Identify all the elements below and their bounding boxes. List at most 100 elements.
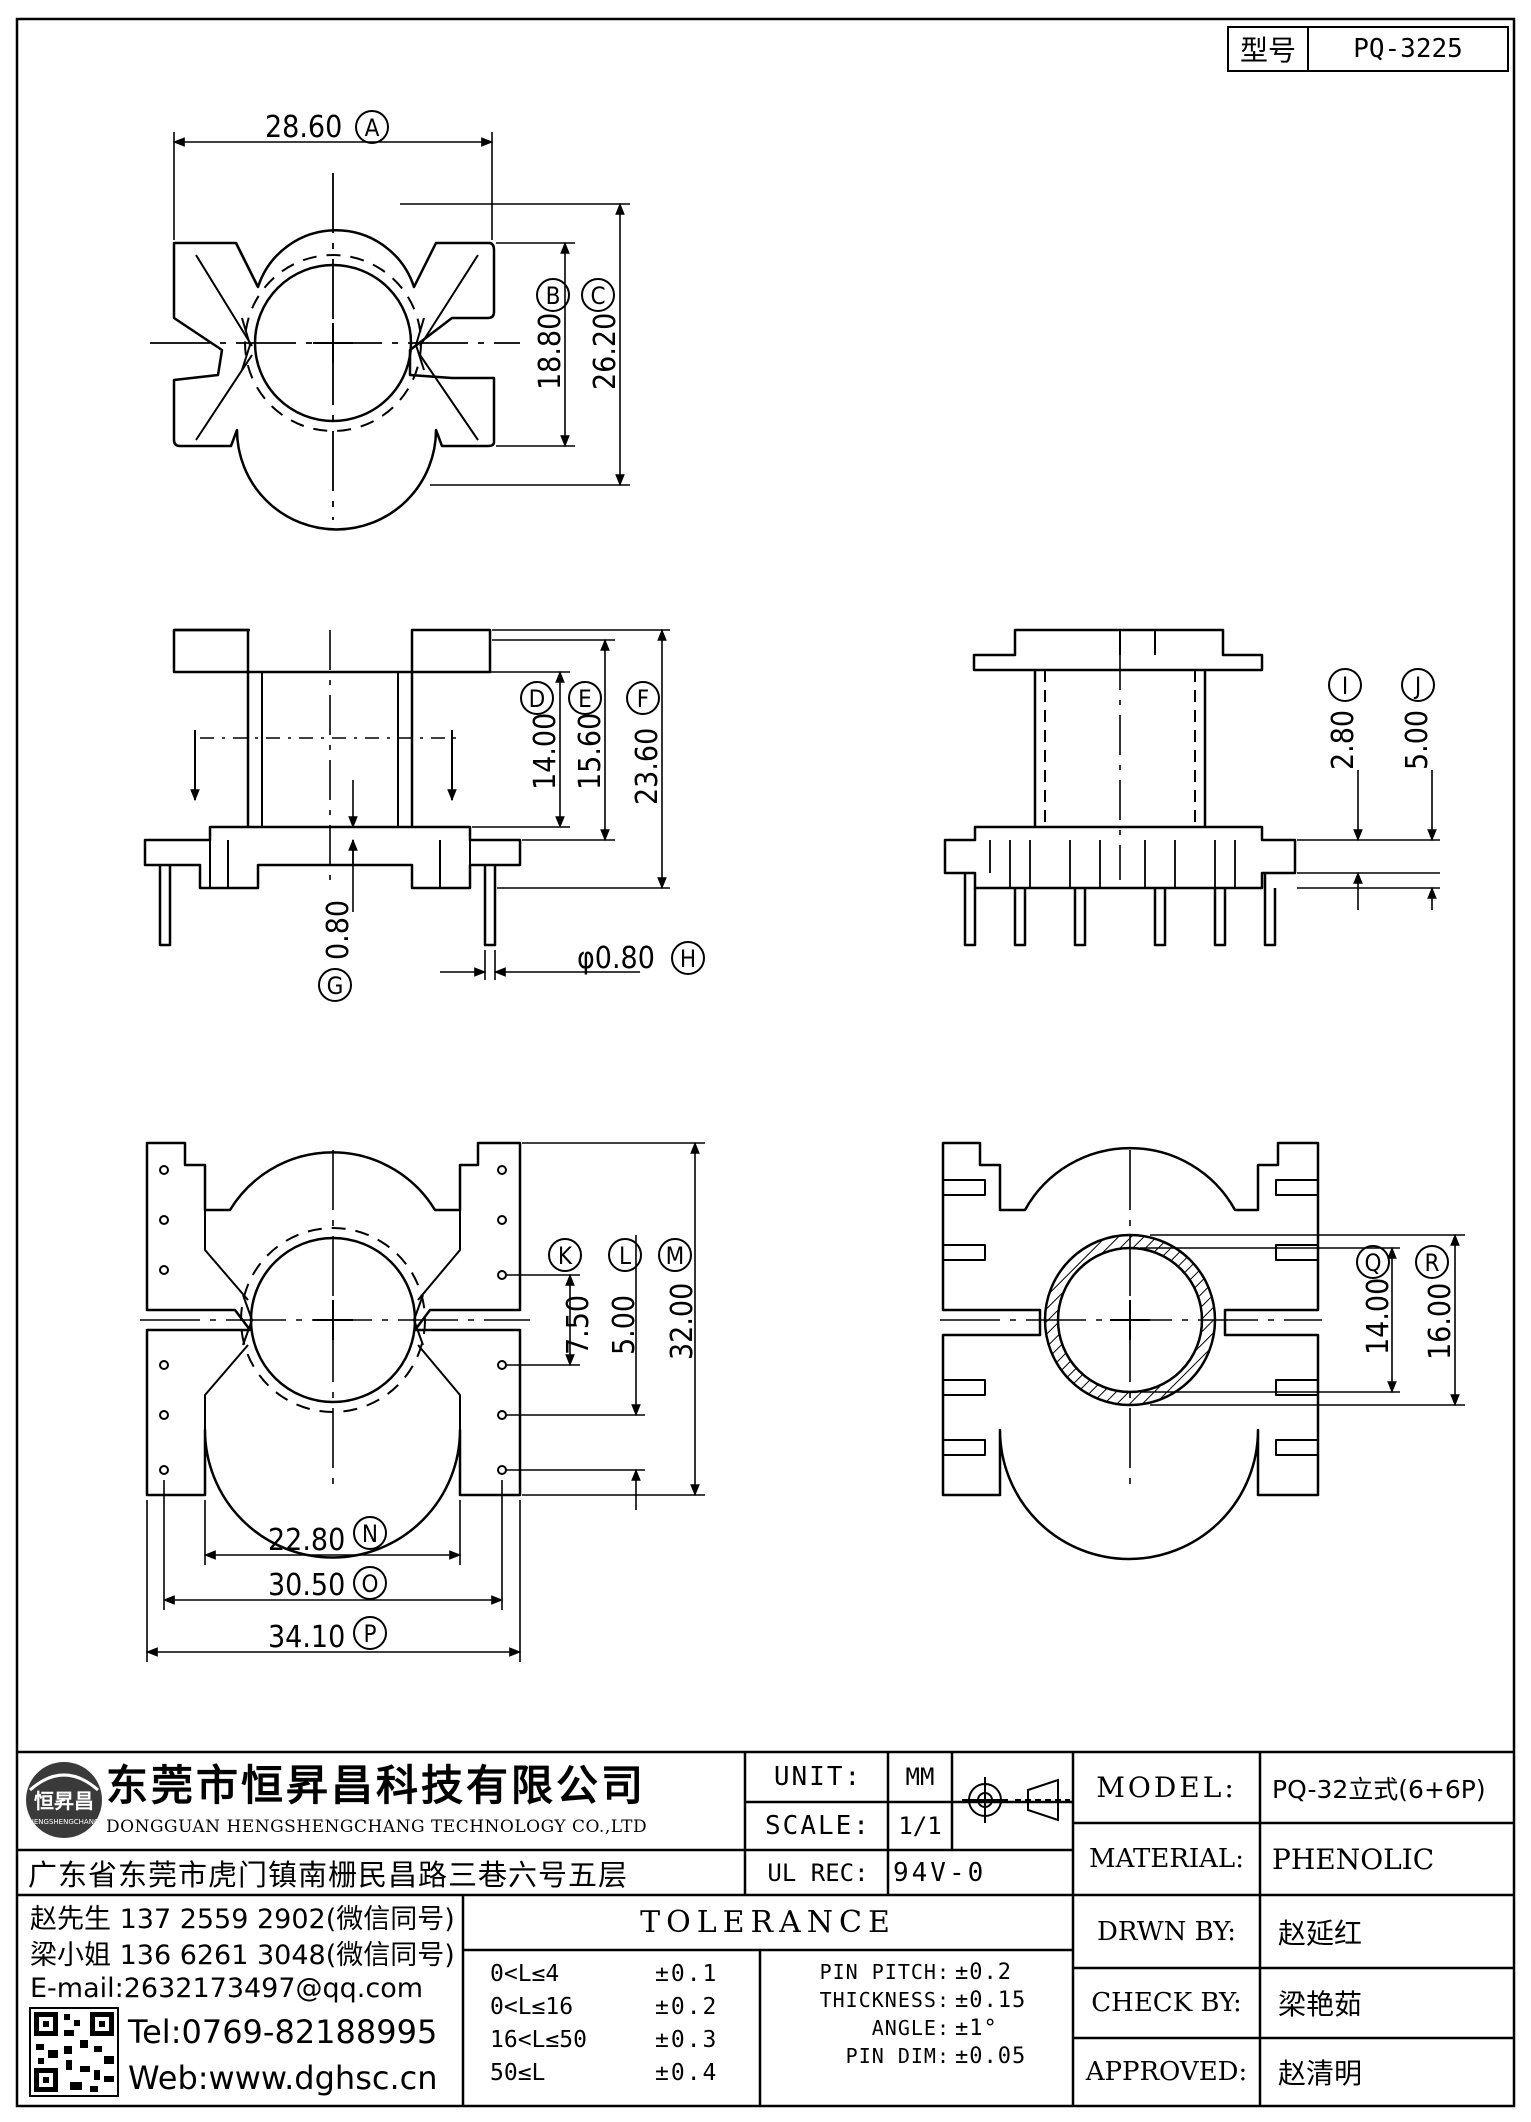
marker-K: K: [548, 1238, 582, 1272]
side-base: [943, 825, 1297, 890]
ulrec-label: UL REC:: [767, 1858, 869, 1887]
tolerance-extra-value-3: ±1°: [955, 2015, 998, 2041]
tolerance-extra-label-2: THICKNESS:: [819, 1988, 950, 2012]
dim-H-value: φ0.80: [577, 941, 655, 976]
tolerance-title: TOLERANCE: [640, 1905, 896, 1940]
dim-K-value: 7.50: [561, 1295, 596, 1355]
dim-R-value: 16.00: [1423, 1283, 1458, 1360]
bottom-outline: [145, 1141, 522, 1559]
check-by-label: CHECK BY:: [1091, 1988, 1242, 2018]
front-view-dimensions: [348, 628, 670, 980]
marker-I: I: [1328, 668, 1362, 702]
top-view: [150, 173, 520, 531]
dim-N-value: 22.80: [268, 1523, 345, 1558]
title-block-grid: [17, 1750, 1514, 2106]
tolerance-extra-label-4: PIN DIM:: [845, 2044, 950, 2068]
projection-symbol: [962, 1777, 1070, 1823]
marker-D: D: [520, 681, 554, 715]
qr-code: [29, 2007, 119, 2097]
material-value: PHENOLIC: [1272, 1842, 1435, 1876]
dimension-letter-markers: A B C D E F G H I J K L M N O P Q R: [318, 110, 1449, 1650]
svg-text:R: R: [1425, 1249, 1440, 1277]
contact-line-1: 赵先生 137 2559 2902(微信同号): [30, 1903, 455, 1935]
core-view-dimensions: [1140, 1233, 1465, 1407]
front-base: [143, 825, 522, 890]
contact-tel: Tel:0769-82188995: [128, 2013, 438, 2051]
approved-label: APPROVED:: [1085, 2057, 1248, 2087]
marker-G: G: [318, 968, 352, 1002]
company-name-cn: 东莞市恒昇昌科技有限公司: [106, 1760, 647, 1810]
dim-I-value: 2.80: [1326, 710, 1361, 770]
unit-value: MM: [905, 1763, 935, 1791]
drawn-by-label: DRWN BY:: [1097, 1916, 1236, 1947]
approved-value: 赵清明: [1278, 2057, 1363, 2090]
marker-E: E: [568, 681, 602, 715]
material-label: MATERIAL:: [1089, 1844, 1244, 1874]
tolerance-extra-value-1: ±0.2: [955, 1959, 1012, 1985]
marker-R: R: [1415, 1245, 1449, 1279]
dim-D-value: 14.00: [528, 713, 563, 790]
unit-label: UNIT:: [773, 1762, 863, 1792]
logo-sub: HENGSHENGCHANG: [29, 1818, 100, 1826]
svg-text:N: N: [362, 1520, 378, 1548]
part-number: PQ-3225: [1353, 34, 1463, 64]
top-view-dimensions: [172, 132, 630, 487]
drawn-by-value: 赵延红: [1278, 1916, 1363, 1950]
scale-value: 1/1: [898, 1812, 942, 1840]
top-flange-outline: [172, 229, 496, 531]
marker-Q: Q: [1356, 1245, 1390, 1279]
tolerance-extra-value-2: ±0.15: [955, 1987, 1027, 2013]
bottom-view-dimensions: [145, 1141, 705, 1662]
dim-G-value: 0.80: [321, 900, 356, 960]
marker-A: A: [355, 110, 389, 144]
dim-P-value: 34.10: [268, 1620, 345, 1655]
svg-text:E: E: [578, 685, 592, 713]
sheet-border: [15, 17, 1516, 2108]
svg-text:I: I: [1342, 672, 1348, 700]
marker-N: N: [353, 1516, 387, 1550]
bottom-view: [140, 1141, 530, 1559]
scale-label: SCALE:: [765, 1811, 871, 1841]
svg-text:K: K: [558, 1242, 573, 1270]
svg-text:M: M: [666, 1242, 685, 1270]
core-outline: [941, 1141, 1320, 1561]
svg-text:F: F: [637, 685, 649, 713]
svg-text:P: P: [363, 1620, 376, 1648]
marker-B: B: [536, 278, 570, 312]
marker-M: M: [658, 1238, 692, 1272]
tolerance-value-1: ±0.1: [655, 1961, 719, 1987]
dim-F-value: 23.60: [630, 728, 665, 805]
side-view-dimensions: [1297, 770, 1440, 910]
side-pins: [963, 873, 1277, 947]
company-name-en: DONGGUAN HENGSHENGCHANG TECHNOLOGY CO.,L…: [106, 1817, 648, 1837]
marker-H: H: [671, 941, 705, 975]
dimension-labels: 28.60 18.80 26.20 14.00 15.60 23.60 0.80…: [265, 110, 1458, 1655]
tolerance-value-3: ±0.3: [655, 2027, 719, 2053]
company-address: 广东省东莞市虎门镇南栅民昌路三巷六号五层: [28, 1858, 629, 1892]
side-view: [943, 628, 1297, 947]
model-label: MODEL:: [1096, 1771, 1237, 1804]
contact-line-2: 梁小姐 136 6261 3048(微信同号): [30, 1939, 455, 1971]
dim-L-value: 5.00: [607, 1295, 642, 1355]
dim-M-value: 32.00: [665, 1283, 700, 1360]
part-number-box: [1227, 26, 1509, 72]
tolerance-range-2: 0<L≤16: [490, 1994, 574, 2020]
front-pins: [158, 865, 497, 947]
dim-C-value: 26.20: [588, 313, 623, 390]
core-view: [940, 1141, 1322, 1561]
part-label: 型号: [1239, 34, 1296, 67]
company-logo: 恒昇昌 HENGSHENGCHANG: [26, 1762, 102, 1838]
svg-text:D: D: [529, 685, 546, 713]
svg-text:O: O: [362, 1570, 379, 1598]
svg-text:G: G: [327, 972, 344, 1000]
svg-text:J: J: [1413, 672, 1421, 700]
svg-text:L: L: [619, 1242, 631, 1270]
marker-F: F: [626, 681, 660, 715]
contact-email: E-mail:2632173497@qq.com: [30, 1972, 424, 2004]
model-value: PQ-32立式(6+6P): [1272, 1774, 1486, 1804]
dim-J-value: 5.00: [1400, 710, 1435, 770]
contact-web: Web:www.dghsc.cn: [128, 2059, 438, 2097]
tolerance-range-4: 50≤L: [490, 2060, 546, 2086]
marker-J: J: [1401, 668, 1435, 702]
